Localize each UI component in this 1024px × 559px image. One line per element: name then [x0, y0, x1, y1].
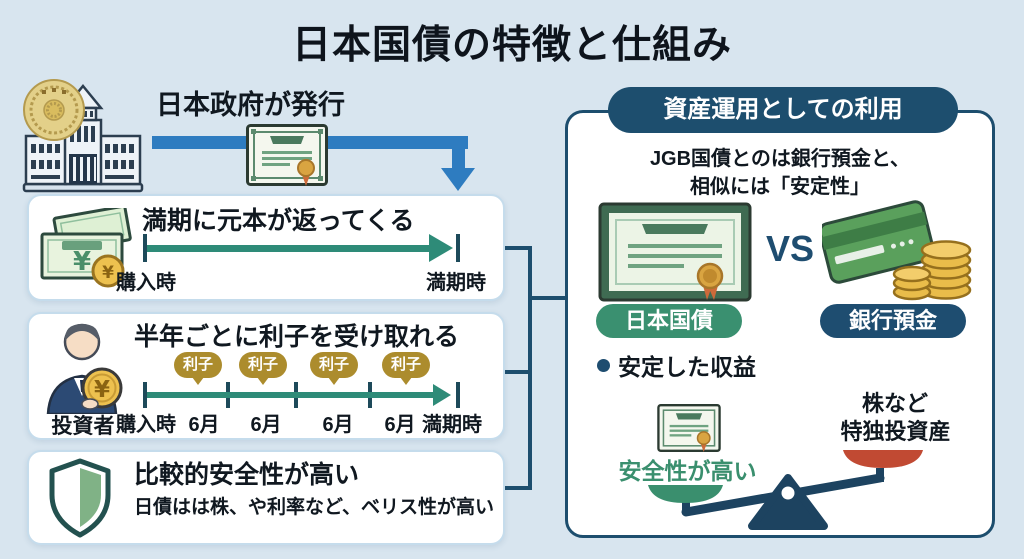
box2-timeline-label: 6月 [188, 414, 220, 436]
money-icon: ¥ ¥ [40, 208, 132, 288]
svg-text:¥: ¥ [73, 247, 91, 277]
box2-timeline-label: 6月 [384, 414, 416, 436]
box2-timeline-label: 6月 [250, 414, 282, 436]
connector-box1 [505, 246, 532, 250]
bullet-dot-icon [597, 359, 610, 372]
connector-box2 [505, 370, 532, 374]
interest-badge: 利子 [382, 352, 430, 385]
bond-certificate-balance-icon [657, 404, 721, 452]
box2-timeline-label: 満期時 [422, 414, 482, 436]
coin-stack-large [920, 240, 972, 300]
interest-badge: 利子 [239, 352, 287, 385]
balance-scale-icon [648, 450, 923, 530]
bullet-text: 安定した収益 [618, 354, 756, 380]
bank-card-coins-icon [822, 200, 972, 301]
box2-start-tick [143, 382, 147, 408]
investor-icon: ¥ [46, 323, 123, 414]
government-seal-icon [23, 79, 85, 141]
box3-title: 比較的安全性が高い [134, 461, 360, 489]
box1-end-tick [456, 234, 460, 262]
svg-text:¥: ¥ [102, 263, 114, 283]
risky-label-line2: 特独投資産 [840, 419, 951, 444]
box2-end-tick [456, 382, 460, 408]
box1-start-label: 購入時 [116, 272, 176, 294]
coin-stack-small [892, 265, 932, 301]
box1-timeline-line [147, 245, 433, 252]
interest-badge: 利子 [310, 352, 358, 385]
box2-timeline-label: 6月 [322, 414, 354, 436]
risky-pan [843, 450, 923, 468]
box1-timeline-arrowhead [429, 234, 453, 262]
vs-label: VS [765, 228, 815, 269]
government-building-icon [22, 79, 144, 193]
deposit-pill: 銀行預金 [820, 304, 966, 338]
panel-description-line2: 相似には「安定性」 [690, 176, 870, 198]
connector-box3 [505, 486, 532, 490]
box2-timeline-label: 購入時 [116, 414, 176, 436]
page-title: 日本国債の特徴と仕組み [291, 24, 732, 67]
box1-end-label: 満期時 [426, 272, 486, 294]
bond-certificate-small-icon [246, 124, 328, 186]
bond-certificate-large-icon [598, 202, 752, 302]
box2-title: 半年ごとに利子を受け取れる [134, 323, 460, 351]
box2-timeline-line [147, 392, 433, 398]
bond-pill: 日本国債 [596, 304, 742, 338]
investor-label: 投資者 [51, 415, 115, 438]
box3-subtitle: 日債はは株、や利率など、ベリス性が高い [134, 497, 495, 518]
connector-bridge [532, 296, 567, 300]
connector-spine [528, 246, 532, 490]
issuer-label: 日本政府が発行 [156, 90, 345, 120]
svg-text:¥: ¥ [94, 377, 110, 403]
safe-label: 安全性が高い [618, 458, 757, 484]
box1-start-tick [143, 234, 147, 262]
risky-label-line1: 株など [861, 391, 928, 416]
flow-arrow-vertical [452, 136, 465, 170]
asset-panel-header: 資産運用としての利用 [608, 87, 958, 133]
interest-badge: 利子 [174, 352, 222, 385]
flow-arrowhead-icon [441, 168, 475, 191]
box1-title: 満期に元本が返ってくる [142, 207, 415, 235]
box2-timeline-arrowhead [433, 384, 451, 406]
shield-icon [49, 458, 111, 538]
panel-description-line1: JGB国債とのは銀行預金と、 [649, 148, 911, 170]
safe-pan [648, 485, 723, 503]
